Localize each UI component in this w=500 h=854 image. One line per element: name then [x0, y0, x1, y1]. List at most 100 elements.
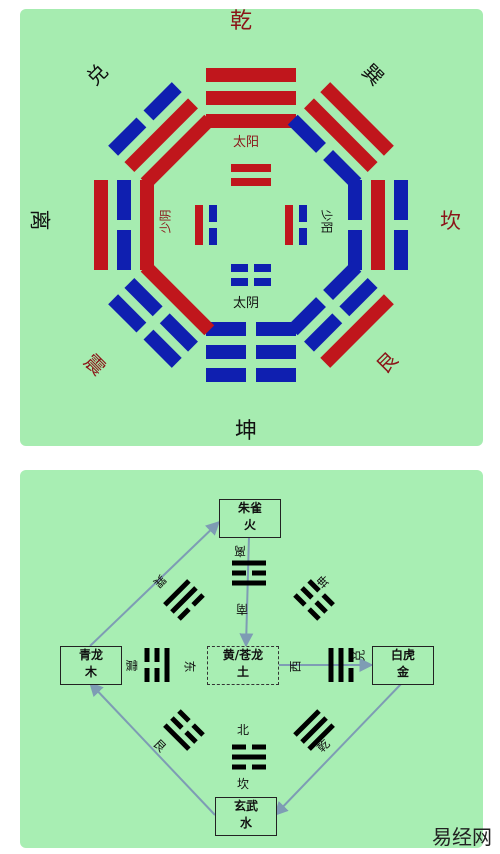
yin-line-right — [232, 744, 246, 750]
yin-line-right — [314, 600, 328, 614]
label-shaoyin: 少阴 — [158, 209, 173, 234]
trigram-dui — [108, 82, 215, 189]
trigram-kan — [348, 180, 408, 270]
yang-line — [206, 91, 296, 105]
yin-line-left — [348, 648, 354, 662]
yin-line-left — [252, 764, 266, 770]
label-zhen-east: 震 — [124, 659, 139, 672]
yin-line-left — [323, 261, 362, 300]
watermark-logo: 易经网 — [432, 825, 492, 849]
digram-taiyin — [231, 264, 271, 286]
yin-line-right — [144, 648, 150, 662]
yang-line — [371, 180, 385, 270]
box-qinglong-element: 木 — [84, 665, 97, 679]
yin-line-right — [206, 368, 246, 382]
yin-line-left — [339, 278, 378, 317]
box-zhuque-name: 朱雀 — [237, 501, 262, 515]
bagua-diagram — [94, 68, 408, 382]
yin-line-left — [143, 329, 182, 368]
yin-line-right — [231, 264, 248, 272]
yin-line-left — [159, 313, 198, 352]
digram-shaoyin — [195, 205, 217, 245]
yin-line-left — [252, 744, 266, 750]
trigram-li-south — [232, 560, 266, 586]
yin-line-right — [108, 294, 147, 333]
box-huanglong: 黄/苍龙 土 — [207, 646, 279, 685]
yin-line-left — [117, 230, 131, 270]
yang-line — [163, 579, 191, 607]
box-xuanwu-element: 水 — [239, 816, 252, 830]
yin-line-right — [348, 230, 362, 270]
yin-line-left — [254, 278, 271, 286]
yang-line — [232, 560, 266, 566]
yin-line-left — [293, 593, 307, 607]
yin-line-left — [307, 579, 321, 593]
box-xuanwu-name: 玄武 — [233, 799, 258, 813]
box-baihu-name: 白虎 — [390, 648, 415, 662]
yang-line — [140, 114, 215, 189]
yin-line-right — [348, 668, 354, 682]
yang-line — [164, 648, 170, 682]
digram-taiyang — [231, 164, 271, 186]
yin-line-right — [209, 205, 217, 222]
yang-line — [338, 648, 344, 682]
label-bei: 北 — [237, 723, 250, 737]
label-li-south: 离 — [234, 544, 247, 558]
trigram-gen-ne — [163, 709, 205, 751]
label-kan-north: 坎 — [237, 777, 250, 791]
yin-line-right — [232, 764, 246, 770]
yang-line — [195, 205, 203, 245]
yang-line — [307, 723, 335, 751]
yin-line-right — [206, 345, 246, 359]
yin-line-left — [191, 723, 205, 737]
yin-line-right — [323, 150, 362, 189]
yin-line-right — [143, 82, 182, 121]
yin-line-left — [184, 730, 198, 744]
yin-line-left — [144, 668, 150, 682]
yin-line-right — [154, 648, 160, 662]
five-elements-diagram — [89, 521, 403, 817]
yang-line — [124, 98, 198, 172]
box-zhuque-element: 火 — [243, 518, 256, 532]
label-taiyang: 太阳 — [233, 135, 260, 150]
label-li: 离 — [27, 209, 52, 231]
label-nan: 南 — [236, 602, 249, 616]
trigram-zhen-east — [144, 648, 170, 682]
yin-line-right — [124, 278, 163, 317]
label-kan: 坎 — [440, 209, 461, 233]
yin-line-left — [256, 322, 296, 336]
yang-line — [320, 82, 394, 156]
label-kun: 坤 — [235, 419, 258, 444]
trigram-zhen — [108, 261, 215, 368]
box-huanglong-name: 黄/苍龙 — [222, 648, 264, 662]
yin-line-right — [321, 593, 335, 607]
yin-line-left — [300, 586, 314, 600]
yang-line — [231, 178, 271, 186]
trigram-dui-west — [328, 648, 354, 682]
yin-line-right — [252, 570, 266, 576]
yin-line-left — [256, 345, 296, 359]
label-xi: 西 — [288, 660, 303, 673]
yin-line-left — [154, 668, 160, 682]
yang-line — [232, 754, 266, 760]
label-shaoyang: 少阳 — [319, 209, 334, 234]
label-taiyin: 太阴 — [233, 296, 260, 311]
yin-line-right — [287, 297, 326, 336]
yin-line-right — [394, 230, 408, 270]
yin-line-left — [256, 368, 296, 382]
box-baihu: 白虎 金 — [372, 646, 434, 685]
yang-line — [94, 180, 108, 270]
arrow-water-wood — [89, 681, 216, 816]
box-qinglong-name: 青龙 — [78, 648, 103, 662]
trigram-qian-nw — [293, 709, 335, 751]
trigram-qian — [206, 68, 296, 128]
yang-line — [206, 68, 296, 82]
bagua-panel: 乾 巽 坎 艮 坤 震 离 兑 太阳 太阴 少阴 少阳 — [20, 9, 483, 446]
yang-line — [140, 180, 154, 270]
yin-line-right — [299, 228, 307, 245]
label-dong: 东 — [182, 660, 197, 673]
yang-line — [328, 648, 334, 682]
arrow-wood-fire — [89, 521, 221, 647]
yin-line-left — [348, 180, 362, 220]
yin-line-left — [394, 180, 408, 220]
